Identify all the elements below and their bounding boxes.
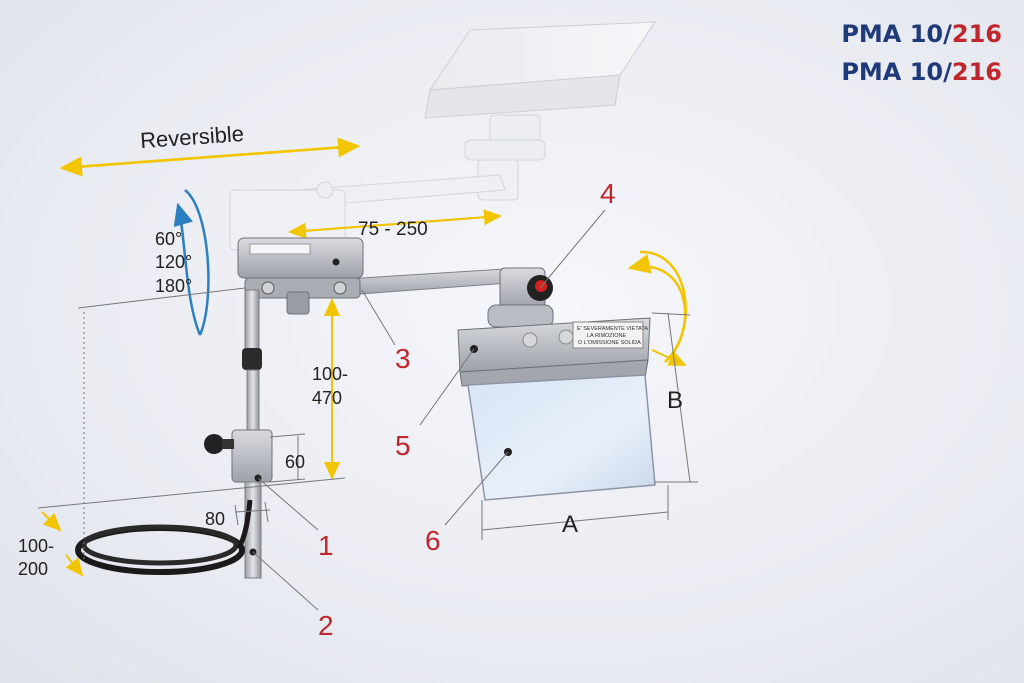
- leader-3: [361, 289, 396, 346]
- main-arm-assembly: [237, 237, 523, 315]
- model-prefix-1: PMA 10/: [841, 20, 952, 48]
- ghost-assembly: [229, 21, 656, 251]
- dim-75-250-label: 75 - 250: [358, 219, 428, 240]
- shield-sticker: [572, 321, 644, 349]
- mount-tab: [286, 291, 310, 315]
- ghost-knob: [316, 181, 334, 199]
- ref-b-line: [667, 312, 691, 483]
- callout-5: 5: [395, 430, 411, 461]
- callout-2: 2: [318, 610, 334, 641]
- rotation-arc-blue: [184, 189, 210, 336]
- mount-label-plate: [249, 243, 311, 255]
- ref-60-top: [269, 433, 306, 438]
- ref-60-bottom: [269, 478, 306, 483]
- cable-lead: [235, 499, 253, 550]
- ref-80-tick-right: [264, 501, 269, 523]
- ref-line-top: [77, 287, 246, 309]
- callout-1: 1: [318, 530, 334, 561]
- dim-100-200-line1: 100-: [18, 536, 54, 556]
- dim-100-200-arrow-top: [41, 511, 62, 532]
- ref-a-line: [481, 511, 669, 531]
- frame-screw-1: [522, 332, 538, 348]
- shield-assembly: E' SEVERAMENTE VIETATA LA RIMOZIONE O L'…: [457, 267, 656, 501]
- angle-180: 180°: [155, 276, 192, 296]
- shield-hinge: [487, 304, 554, 328]
- callout-numbers: 1 2 3 4 5 6: [318, 178, 616, 641]
- pole-upper: [244, 289, 260, 351]
- mount-bolt-2: [333, 281, 347, 295]
- clamp-knob: [204, 434, 224, 454]
- dim-a-label: A: [562, 511, 578, 538]
- rotation-arc-yellow-tail: [651, 349, 687, 366]
- callout-3: 3: [395, 343, 411, 374]
- reversible-arrow-back: [59, 144, 359, 177]
- vertical-pole: [204, 289, 273, 579]
- ref-b-top: [651, 312, 691, 316]
- ref-80-line: [234, 509, 271, 513]
- sticker-line-1: E' SEVERAMENTE VIETATA: [577, 326, 648, 332]
- reversible-label: Reversible: [139, 121, 244, 153]
- dim-100-200-line2: 200: [18, 559, 48, 579]
- cable-loop-2: [81, 524, 239, 566]
- dim-60-label: 60: [285, 452, 305, 472]
- angle-60: 60°: [155, 229, 182, 249]
- model-suffix-1: 216: [951, 20, 1002, 48]
- mount-bolt-1: [261, 281, 275, 295]
- sticker-line-2: LA RIMOZIONE: [587, 333, 626, 339]
- dim-b-label: B: [667, 387, 683, 414]
- ghost-shield-edge: [424, 74, 621, 119]
- ref-line-bottom: [37, 477, 346, 509]
- dim-75-250-arrow-back: [288, 215, 501, 239]
- model-code-1: PMA 10/216: [841, 20, 1002, 48]
- dim-80-label: 80: [205, 509, 225, 529]
- callout-dot-3: [332, 258, 340, 266]
- clamp-knob-shaft: [222, 439, 234, 449]
- rotation-arc-blue-arrow: [173, 202, 202, 336]
- leader-2: [252, 551, 319, 611]
- model-suffix-2: 216: [951, 58, 1002, 86]
- pole-collar: [242, 348, 262, 370]
- leader-1: [257, 477, 319, 531]
- frame-screw-2: [558, 329, 574, 345]
- pole-clamp: [231, 429, 273, 483]
- leader-4: [539, 209, 606, 289]
- callout-6: 6: [425, 525, 441, 556]
- angle-120: 120°: [155, 252, 192, 272]
- dim-100-470-line1: 100-: [312, 364, 348, 384]
- dim-100-200-arrow-bottom: [65, 554, 84, 577]
- dim-100-470-line2: 470: [312, 388, 342, 408]
- sticker-line-3: O L'OMISSIONE SOLIDA: [578, 340, 641, 346]
- model-code-2: PMA 10/216: [841, 58, 1002, 86]
- ghost-hinge-bracket: [464, 139, 546, 161]
- ref-80-tick-left: [234, 504, 239, 526]
- model-prefix-2: PMA 10/: [841, 58, 952, 86]
- ghost-shield-top: [429, 21, 656, 91]
- leader-6: [444, 451, 509, 526]
- shield-glass: [467, 374, 656, 501]
- dimension-lines: [37, 209, 698, 611]
- rotation-arc-yellow-arrow: [627, 254, 687, 363]
- callout-4: 4: [600, 178, 616, 209]
- cable-coil: [75, 499, 253, 575]
- leader-5: [419, 348, 475, 426]
